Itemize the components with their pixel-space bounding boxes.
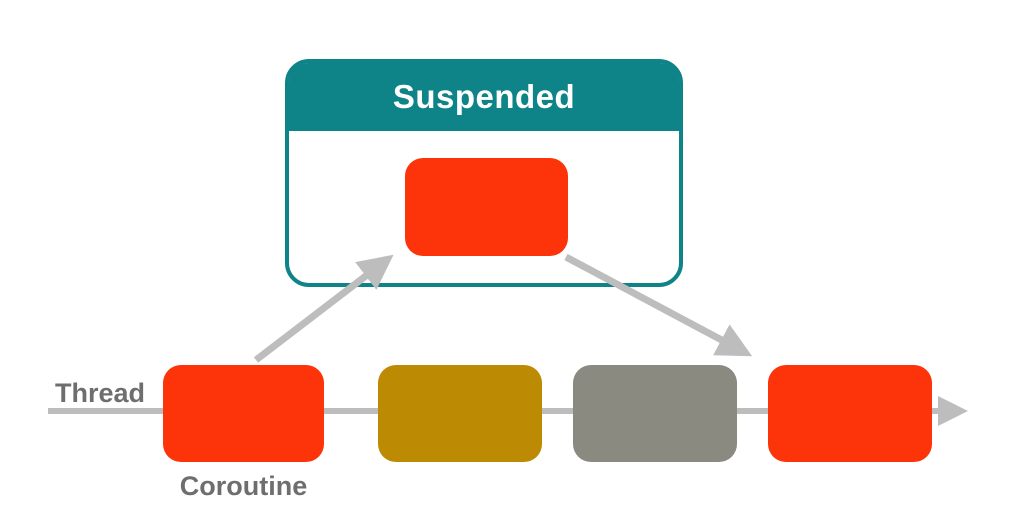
- suspended-card-header: Suspended: [289, 63, 679, 131]
- resume-arrow: [564, 253, 753, 357]
- suspended-card-title: Suspended: [392, 78, 576, 115]
- suspend-arrow: [253, 254, 394, 363]
- coroutine-block-1: [163, 365, 324, 462]
- thread-task-block-3: [573, 365, 737, 462]
- thread-task-block-2: [378, 365, 542, 462]
- coroutine-label: Coroutine: [179, 471, 308, 501]
- suspended-coroutine-block: [405, 158, 568, 256]
- coroutine-block-resumed: [768, 365, 932, 462]
- thread-label: Thread: [55, 378, 146, 408]
